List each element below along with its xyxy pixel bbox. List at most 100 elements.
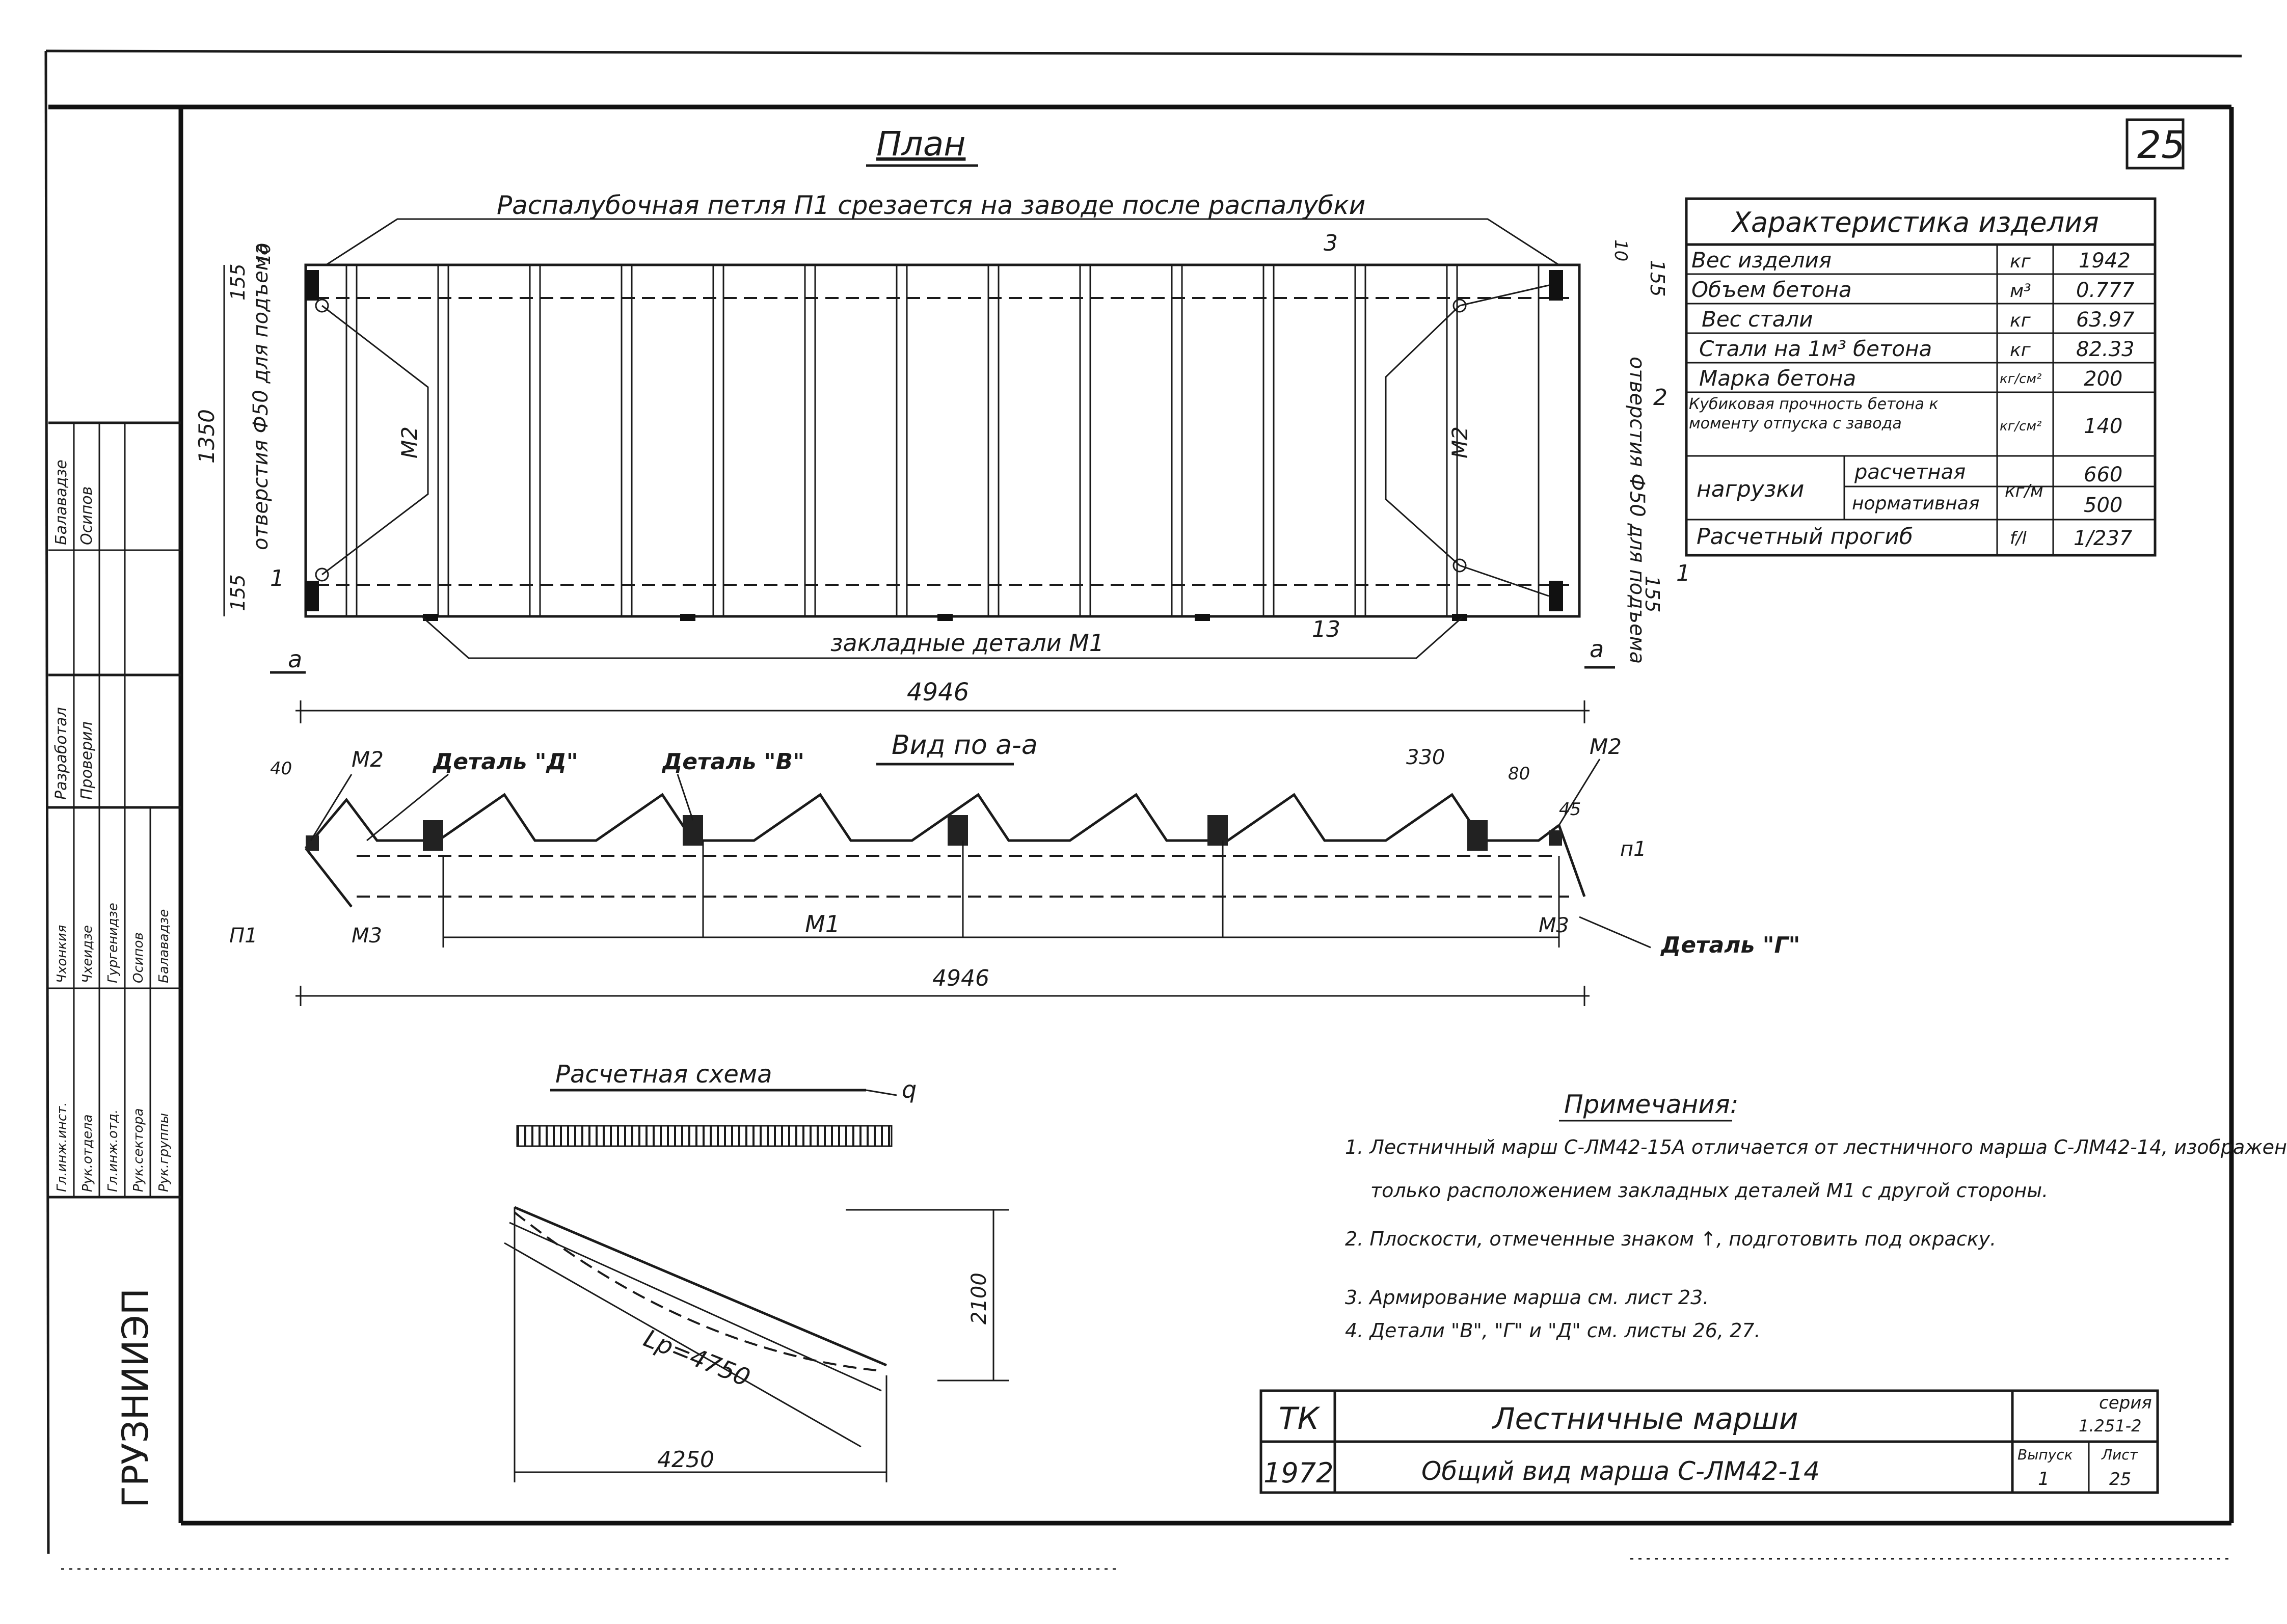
svg-text:3. Армирование марша см. лист: 3. Армирование марша см. лист 23. bbox=[1345, 1286, 1709, 1309]
plan-dim-length: 4946 bbox=[907, 678, 969, 707]
svg-text:155: 155 bbox=[227, 263, 249, 301]
svg-text:Lp=4750: Lp=4750 bbox=[640, 1324, 755, 1392]
tb-name: Лестничные марши bbox=[1492, 1401, 1798, 1436]
svg-text:Гл.инж.инст.: Гл.инж.инст. bbox=[55, 1102, 70, 1192]
title-block: ТК 1972 Лестничные марши Общий вид марша… bbox=[1259, 1389, 2159, 1494]
sheet-number-box: 25 bbox=[2125, 118, 2185, 170]
embedded-label: закладные детали М1 bbox=[830, 629, 1104, 657]
svg-text:Разработал: Разработал bbox=[52, 707, 70, 800]
svg-text:Рук.группы: Рук.группы bbox=[156, 1113, 172, 1192]
svg-text:Деталь "В": Деталь "В" bbox=[661, 749, 804, 775]
view-a-a: Вид по а-а Деталь "Д" Деталь "В" Деталь … bbox=[229, 730, 1800, 1006]
svg-text:1: 1 bbox=[270, 565, 284, 591]
plan-note-top: Распалубочная петля П1 срезается на заво… bbox=[497, 191, 1365, 220]
plan-steps bbox=[345, 265, 1540, 616]
svg-text:330: 330 bbox=[1406, 746, 1445, 769]
svg-text:660: 660 bbox=[2084, 463, 2122, 486]
svg-text:нагрузки: нагрузки bbox=[1697, 476, 1804, 502]
svg-text:Гл.инж.отд.: Гл.инж.отд. bbox=[105, 1109, 121, 1192]
loop-icon bbox=[1549, 581, 1563, 611]
svg-text:155: 155 bbox=[227, 574, 249, 611]
svg-text:серия: серия bbox=[2099, 1393, 2152, 1413]
svg-text:П1: П1 bbox=[229, 924, 258, 948]
svg-text:f/l: f/l bbox=[2010, 528, 2027, 549]
svg-text:40: 40 bbox=[270, 759, 292, 779]
svg-text:М2: М2 bbox=[352, 747, 384, 772]
svg-text:80: 80 bbox=[1508, 764, 1530, 784]
stamp: Разработал Проверил Балавадзе Осипов Гл.… bbox=[48, 421, 181, 1508]
hole-icon bbox=[1452, 558, 1467, 573]
svg-text:3: 3 bbox=[1324, 230, 1338, 256]
svg-text:25: 25 bbox=[2109, 1469, 2131, 1490]
svg-text:кг: кг bbox=[2010, 251, 2031, 272]
svg-text:а: а bbox=[1590, 635, 1604, 663]
char-strength-label: Кубиковая прочность бетона к моменту отп… bbox=[1689, 395, 1939, 432]
svg-text:только расположением закладны: только расположением закладных деталей М… bbox=[1370, 1179, 2048, 1202]
design-scheme: Расчетная схема q Lp=4750 2100 4250 bbox=[504, 1060, 1009, 1482]
notes: Примечания: 1. Лестничный марш С-ЛМ42-15… bbox=[1345, 1090, 2287, 1342]
svg-text:М3: М3 bbox=[352, 924, 382, 948]
svg-text:Чхеидзе: Чхеидзе bbox=[80, 925, 95, 983]
svg-text:м³: м³ bbox=[2010, 281, 2031, 302]
characteristics-table: Характеристика изделия Вес изделия кг 19… bbox=[1685, 197, 2157, 557]
view-title: Вид по а-а bbox=[892, 730, 1038, 761]
m2-right: М2 bbox=[1447, 426, 1472, 458]
svg-text:Стали на 1м³ бетона: Стали на 1м³ бетона bbox=[1699, 336, 1932, 361]
svg-text:кг: кг bbox=[2010, 340, 2031, 361]
loop-icon bbox=[305, 581, 319, 611]
svg-text:кг/м: кг/м bbox=[2005, 481, 2043, 501]
svg-text:Вес изделия: Вес изделия bbox=[1691, 248, 1832, 273]
hole-label-right: отверстия Ф50 для подъема bbox=[1625, 357, 1649, 664]
svg-text:63.97: 63.97 bbox=[2076, 308, 2135, 332]
svg-text:Балавадзе: Балавадзе bbox=[156, 909, 172, 983]
svg-text:Осипов: Осипов bbox=[131, 932, 146, 983]
svg-text:Проверил: Проверил bbox=[78, 721, 96, 800]
hole-label-left: отверстия Ф50 для подъема bbox=[249, 243, 273, 550]
sheet-frame bbox=[44, 49, 2242, 1570]
svg-text:140: 140 bbox=[2084, 415, 2122, 438]
svg-text:расчетная: расчетная bbox=[1854, 461, 1966, 484]
svg-text:2: 2 bbox=[1653, 385, 1667, 411]
svg-text:2100: 2100 bbox=[967, 1273, 991, 1324]
hole-icon bbox=[315, 567, 329, 582]
svg-text:q: q bbox=[902, 1076, 917, 1103]
svg-text:Чхонкия: Чхонкия bbox=[55, 925, 70, 983]
plan-title: План bbox=[876, 124, 965, 164]
svg-text:п1: п1 bbox=[1620, 837, 1647, 861]
sheet-number: 25 bbox=[2137, 123, 2185, 167]
svg-text:4. Детали "В", "Г" и "Д" см. л: 4. Детали "В", "Г" и "Д" см. листы 26, 2… bbox=[1345, 1319, 1761, 1342]
svg-text:10: 10 bbox=[1610, 239, 1631, 261]
hole-icon bbox=[315, 299, 329, 313]
svg-text:Деталь "Д": Деталь "Д" bbox=[432, 749, 578, 775]
svg-text:4250: 4250 bbox=[657, 1447, 714, 1473]
svg-text:а: а bbox=[288, 645, 302, 673]
svg-text:13: 13 bbox=[1312, 616, 1340, 642]
svg-text:155: 155 bbox=[1641, 576, 1663, 613]
stamp-org: ГРУЗНИИЭП bbox=[115, 1288, 156, 1508]
char-title: Характеристика изделия bbox=[1731, 206, 2099, 238]
plan-view: План Распалубочная петля П1 срезается на… bbox=[194, 124, 1690, 723]
svg-text:Деталь "Г": Деталь "Г" bbox=[1660, 932, 1800, 958]
svg-text:Выпуск: Выпуск bbox=[2017, 1446, 2073, 1463]
svg-text:Расчетный прогиб: Расчетный прогиб bbox=[1697, 524, 1913, 550]
svg-text:82.33: 82.33 bbox=[2076, 338, 2135, 361]
svg-text:2. Плоскости, отмеченные знако: 2. Плоскости, отмеченные знаком ↑, подго… bbox=[1345, 1228, 1996, 1250]
svg-text:кг/см²: кг/см² bbox=[2000, 419, 2041, 434]
loop-icon bbox=[305, 270, 319, 301]
tb-tk: ТК bbox=[1279, 1401, 1321, 1437]
svg-text:кг: кг bbox=[2010, 310, 2031, 331]
m2-left: М2 bbox=[397, 426, 422, 458]
svg-text:Рук.отдела: Рук.отдела bbox=[80, 1114, 95, 1192]
svg-text:1.251-2: 1.251-2 bbox=[2079, 1416, 2142, 1436]
svg-text:155: 155 bbox=[1646, 260, 1669, 297]
svg-text:1. Лестничный марш С-ЛМ42-15А: 1. Лестничный марш С-ЛМ42-15А отличается… bbox=[1345, 1136, 2287, 1158]
svg-text:кг/см²: кг/см² bbox=[2000, 371, 2041, 387]
scheme-title: Расчетная схема bbox=[555, 1060, 772, 1089]
svg-text:Осипов: Осипов bbox=[78, 486, 96, 545]
svg-text:500: 500 bbox=[2084, 494, 2122, 517]
svg-text:1: 1 bbox=[2038, 1469, 2050, 1490]
tb-year: 1972 bbox=[1263, 1457, 1333, 1489]
svg-text:45: 45 bbox=[1559, 799, 1581, 820]
svg-text:200: 200 bbox=[2084, 367, 2122, 391]
